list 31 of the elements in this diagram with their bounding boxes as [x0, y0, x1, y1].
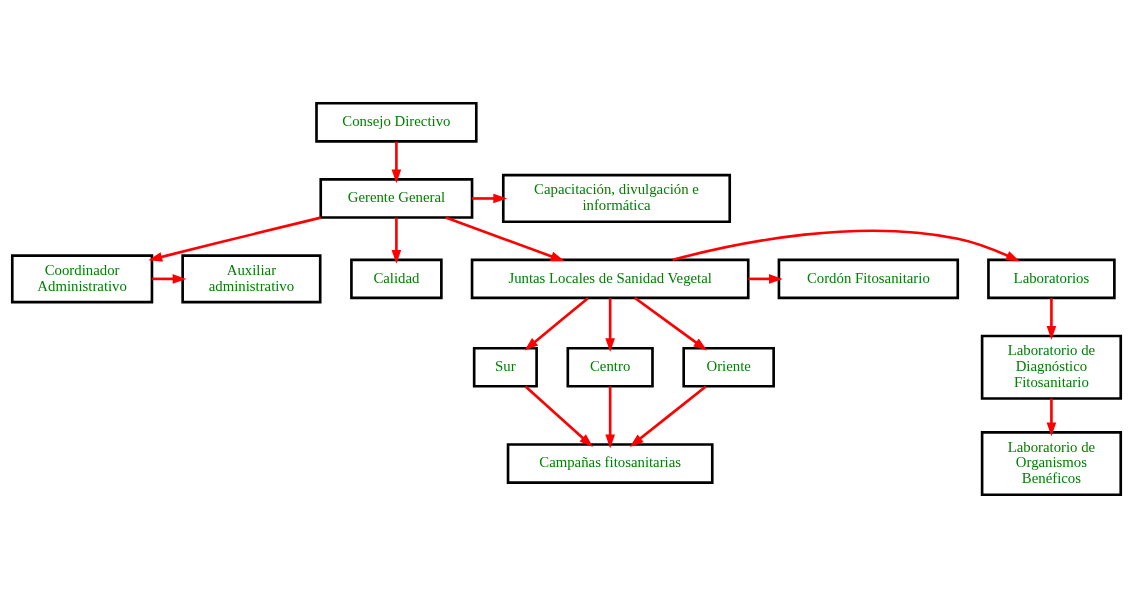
arrow — [634, 296, 708, 350]
node-box: Capacitación, divulgación e informática — [501, 173, 732, 223]
arrow — [524, 385, 593, 447]
node-box: Gerente General — [319, 177, 474, 219]
node-box: Sur — [472, 346, 538, 388]
node-box: Centro — [566, 346, 654, 388]
arrow — [152, 273, 187, 284]
arrow — [524, 296, 589, 350]
node-box: Coordinador Administrativo — [10, 253, 154, 303]
arrow — [391, 141, 402, 183]
node-box: Consejo Directivo — [315, 101, 478, 143]
arrow — [605, 385, 615, 448]
node-box: Laboratorio de Diagnóstico Fitosanitario — [980, 334, 1123, 400]
arrow — [605, 297, 615, 352]
arrow — [672, 229, 1020, 261]
node-box: Campañas fitosanitarias — [506, 442, 714, 484]
arrow — [391, 217, 402, 264]
node-box: Cordón Fitosanitario — [777, 258, 960, 299]
node-box: Laboratorio de Organismos Benéficos — [980, 430, 1123, 496]
node-box: Oriente — [682, 346, 775, 388]
arrow — [1046, 297, 1057, 340]
arrow — [629, 384, 707, 447]
arrow — [748, 273, 783, 284]
node-box: Laboratorios — [987, 258, 1116, 299]
node-box: Auxiliar administrativo — [181, 253, 322, 303]
node-box: Juntas Locales de Sanidad Vegetal — [470, 258, 750, 299]
node-box: Calidad — [350, 258, 443, 299]
arrow — [148, 215, 322, 262]
arrow — [1046, 398, 1057, 436]
arrow — [445, 215, 565, 261]
arrow — [472, 193, 508, 203]
